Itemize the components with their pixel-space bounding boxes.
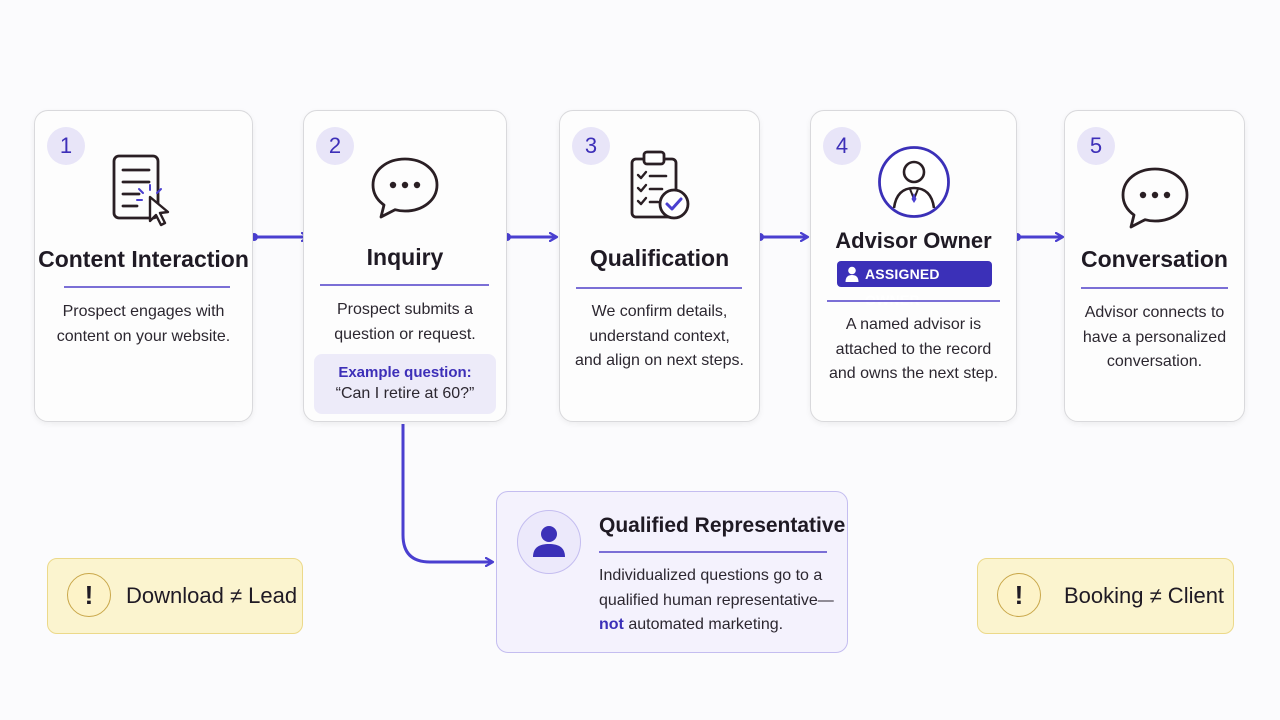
person-icon	[517, 510, 581, 574]
callout-text: Booking ≠ Client	[1064, 583, 1225, 608]
representative-title: Qualified Representative	[599, 514, 846, 537]
step-description: Prospect submits a question or request.	[334, 301, 476, 343]
exclamation-icon: !	[997, 573, 1041, 617]
step-divider	[320, 284, 489, 286]
arrow-3-4	[756, 233, 807, 241]
step-description: A named advisor is attached to the recor…	[829, 316, 998, 382]
arrow-4-5	[1013, 233, 1062, 241]
emphasis-not: not	[599, 616, 624, 633]
step-title: Conversation	[1081, 246, 1228, 272]
step-divider	[64, 286, 230, 288]
step-number: 2	[316, 127, 354, 165]
step-description: Prospect engages with content on your we…	[56, 303, 231, 345]
step-number: 4	[823, 127, 861, 165]
step-description: Advisor connects to have a personalized …	[1082, 304, 1227, 370]
step-card-conversation: 5 Conversation Advisor connects to have …	[1064, 110, 1245, 422]
step-divider	[827, 300, 1000, 302]
qualified-representative-box: Qualified Representative Individualized …	[496, 491, 848, 653]
callout-booking-not-client: ! Booking ≠ Client	[977, 558, 1234, 634]
callout-download-not-lead: ! Download ≠ Lead	[47, 558, 303, 634]
step-card-qualification: 3 Qualification We confirm details, unde…	[559, 110, 760, 422]
step-card-advisor-owner: 4 Advisor Owner ASSIGNED OWNER A named a…	[810, 110, 1017, 422]
clipboard-check-icon	[630, 150, 689, 220]
step-number: 1	[47, 127, 85, 165]
step-card-content-interaction: 1 Content Interaction Prospect engages w…	[34, 110, 253, 422]
step-title: Qualification	[589, 245, 730, 271]
step-title: Inquiry	[366, 244, 444, 270]
example-question-box: Example question: “Can I retire at 60?”	[314, 354, 496, 414]
step-number: 3	[572, 127, 610, 165]
step-divider	[576, 287, 742, 289]
chat-bubble-icon	[1121, 167, 1188, 229]
example-question: “Can I retire at 60?”	[335, 385, 475, 402]
representative-divider	[599, 551, 827, 553]
chat-bubble-icon	[371, 157, 439, 219]
person-badge-icon	[845, 266, 859, 282]
step-title: Content Interaction	[38, 246, 249, 272]
document-click-icon	[112, 154, 169, 227]
step-divider	[1081, 287, 1228, 289]
exclamation-icon: !	[67, 573, 111, 617]
arrow-1-2	[250, 233, 308, 241]
assigned-owner-badge: ASSIGNED OWNER	[837, 261, 992, 308]
example-label: Example question:	[338, 364, 472, 381]
representative-description: Individualized questions go to a qualifi…	[599, 567, 834, 633]
advisor-person-icon	[877, 146, 950, 218]
step-card-inquiry: 2 Inquiry Prospect submits a question or…	[303, 110, 507, 422]
callout-text: Download ≠ Lead	[126, 583, 298, 608]
arrow-inquiry-to-representative	[401, 424, 492, 562]
badge-label: ASSIGNED OWNER	[865, 266, 940, 308]
arrow-2-3	[503, 233, 556, 241]
step-number: 5	[1077, 127, 1115, 165]
step-title: Advisor Owner	[835, 228, 992, 253]
step-description: We confirm details, understand context, …	[574, 303, 744, 369]
